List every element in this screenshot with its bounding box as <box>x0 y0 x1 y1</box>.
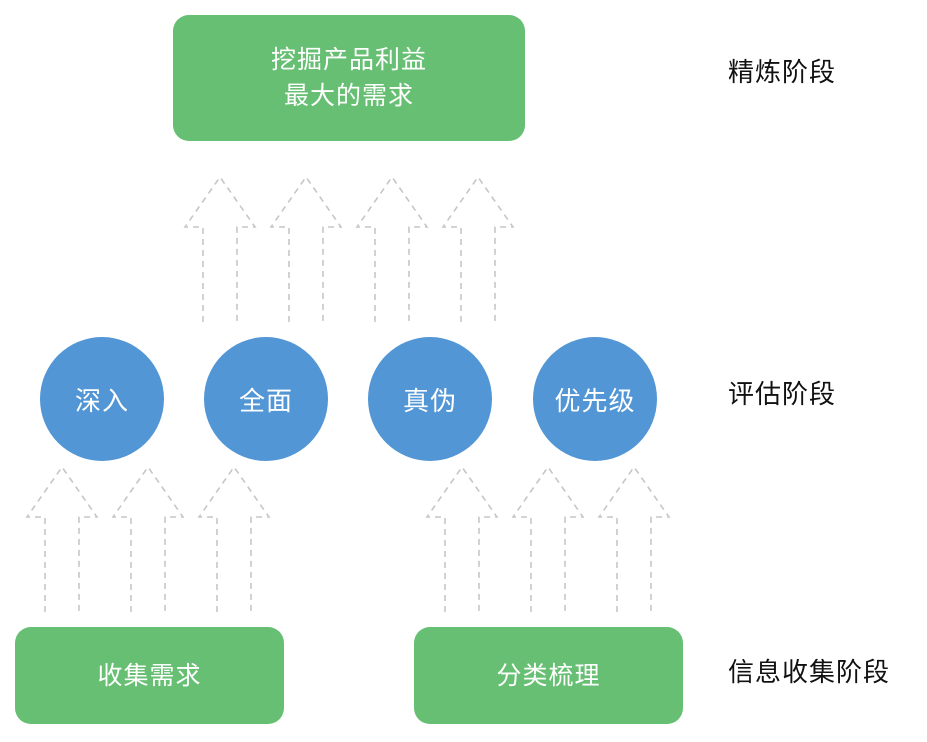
arrows-layer <box>25 175 671 612</box>
circle-priority: 优先级 <box>533 337 657 461</box>
circle-depth: 深入 <box>40 337 164 461</box>
top-box-line1: 挖掘产品利益 <box>270 45 427 74</box>
stage-label-evaluate: 评估阶段 <box>728 380 837 410</box>
upper-dashed-arrow-4 <box>441 175 515 322</box>
lower-left-dashed-arrow-2 <box>111 465 185 612</box>
stage-label-collect: 信息收集阶段 <box>728 658 891 688</box>
lower-left-dashed-arrow-3 <box>197 465 271 612</box>
lower-right-dashed-arrow-3 <box>597 465 671 612</box>
top-box-dig-max-benefit-demand: 挖掘产品利益 最大的需求 <box>173 15 525 141</box>
circle-comprehensive: 全面 <box>204 337 328 461</box>
upper-dashed-arrow-3 <box>355 175 429 322</box>
circle-authenticity: 真伪 <box>368 337 492 461</box>
top-box-line2: 最大的需求 <box>283 81 414 110</box>
lower-right-dashed-arrow-2 <box>511 465 585 612</box>
bottom-box-collect-demand: 收集需求 <box>15 627 284 724</box>
bottom-box-classify-sort: 分类梳理 <box>414 627 683 724</box>
lower-left-dashed-arrow-1 <box>25 465 99 612</box>
stage-label-refine: 精炼阶段 <box>728 58 837 88</box>
upper-dashed-arrow-2 <box>269 175 343 322</box>
upper-dashed-arrow-1 <box>183 175 257 322</box>
lower-right-dashed-arrow-1 <box>425 465 499 612</box>
